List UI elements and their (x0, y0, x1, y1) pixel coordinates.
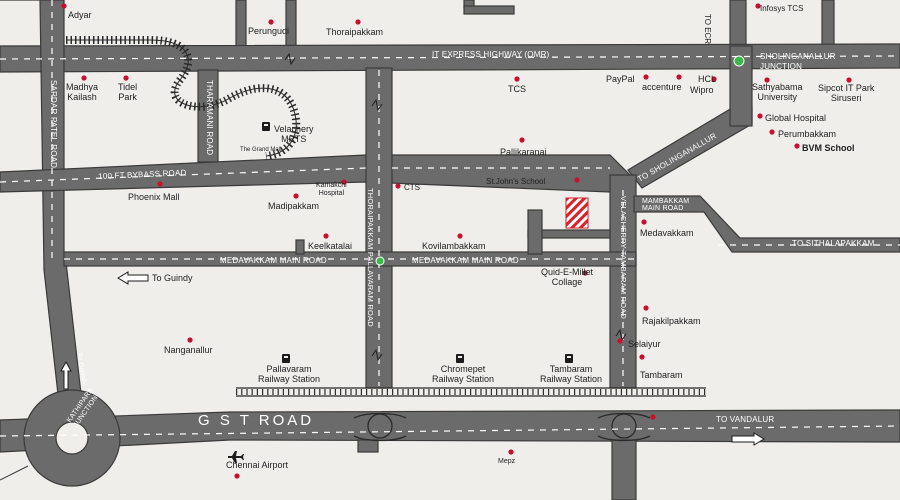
label-bvm-school: BVM School (802, 143, 855, 153)
label-rajakilpakkam: Rajakilpakkam (642, 316, 701, 326)
label-hcl: HCL (698, 74, 717, 84)
label-wipro: Wipro (690, 85, 714, 95)
road-label-sardar-patel: SARDAR PATEL ROAD (49, 80, 58, 169)
train-station-icon (565, 354, 573, 363)
label-adyar: Adyar (68, 10, 92, 20)
train-station-icon (262, 122, 270, 131)
label-paypal: PayPal (606, 74, 635, 84)
label-the-grand-mall: The Grand Mall (240, 147, 282, 153)
label-tambaram: Tambaram (640, 370, 683, 380)
road-label-to-sithalapakkam: TO SITHALAPAKKAM (792, 239, 875, 248)
label-pallikaranai: Pallikaranai (500, 147, 547, 157)
train-station-icon (456, 354, 464, 363)
label-st-johns: St.John's School (486, 177, 546, 186)
label-keelkatalai: Keelkatalai (308, 241, 353, 251)
train-station-icon (282, 354, 290, 363)
road-label-tharamani: THARAMANI ROAD (205, 80, 214, 156)
road-label-to-vandalur: TO VANDALUR (716, 415, 775, 424)
label-phoenix-mall: Phoenix Mall (128, 192, 180, 202)
label-perungudi: Perungudi (248, 26, 290, 36)
label-thoraipakkam: Thoraipakkam (326, 27, 384, 37)
road-label-velachery-tambaram: VELACHERRY-TAMBARAM ROAD (619, 196, 628, 320)
label-tcs-omr: TCS (508, 84, 526, 94)
label-nanganallur: Nanganallur (164, 345, 213, 355)
label-chennai-airport: Chennai Airport (226, 460, 289, 470)
label-accenture: accenture (642, 82, 682, 92)
label-cts: CTS (404, 183, 420, 192)
road-label-mambakkam: MAMBAKKAM MAIN ROAD (642, 198, 690, 212)
label-tambaram-station: Tambaram Railway Station (540, 364, 603, 384)
label-sipcot: Sipcot IT Park Siruseri (818, 83, 875, 103)
label-tidel-park: Tidel Park (118, 82, 138, 102)
label-global-hospital: Global Hospital (765, 113, 827, 123)
road-label-to-ecr: TO ECR (703, 14, 712, 45)
road-label-omr: IT EXPRESS HIGHWAY (OMR) (432, 50, 550, 59)
label-pallavaram-station: Pallavaram Railway Station (258, 364, 321, 384)
road-label-medavakkam-left: MEDAVAKKAM MAIN ROAD (220, 256, 327, 265)
road-label-thoraipakkam-pallavaram: THORAIPAKKAM PALLAVARAM ROAD (366, 188, 375, 327)
label-sathyabama: Sathyabama University (752, 82, 803, 102)
label-medavakkam: Medavakkam (640, 228, 694, 238)
label-kovilambakkam: Kovilambakkam (422, 241, 486, 251)
label-madhya-kailash: Madhya Kailash (66, 82, 99, 102)
label-mepz: Mepz (498, 458, 516, 465)
label-infosys-tcs: Infosys TCS (760, 4, 804, 13)
road-label-sholinganallur-junction: SHOLINGANALLUR JUNCTION (760, 52, 836, 71)
label-velachery-mrts: Velachery MRTS (274, 124, 314, 144)
road-label-medavakkam-right: MEDAVAKKAM MAIN ROAD (412, 256, 519, 265)
label-quid-e-millet: Quid-E-Millet Collage (541, 267, 594, 287)
label-perumbakkam: Perumbakkam (778, 129, 837, 139)
label-selaiyur: Selaiyur (628, 339, 661, 349)
label-madipakkam: Madipakkam (268, 201, 320, 211)
label-kamakshi-hospital: Kamakchi Hospital (316, 182, 347, 197)
road-label-to-guindy: To Guindy (152, 273, 193, 283)
label-chromepet-station: Chromepet Railway Station (432, 364, 495, 384)
road-label-gst: G S T ROAD (198, 412, 315, 429)
